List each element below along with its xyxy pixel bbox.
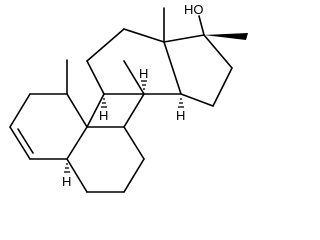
c9-hydrogen: H <box>99 98 108 123</box>
c5-h-label: H <box>62 174 71 189</box>
ring-d <box>163 34 233 107</box>
hydroxyl-group: HO <box>184 2 205 36</box>
methyl-groups <box>66 7 248 95</box>
c8-hydrogen: H <box>139 66 148 90</box>
c9-h-label: H <box>99 108 108 123</box>
ring-a <box>9 93 88 160</box>
hydroxyl-label: HO <box>184 2 204 17</box>
c14-h-label: H <box>176 108 185 123</box>
double-bond-inner-line <box>17 128 34 154</box>
steroid-structure-diagram: HO H H H H <box>9 2 248 193</box>
c8-h-label: H <box>139 66 148 81</box>
stereo-hydrogens: H H H H <box>62 66 185 189</box>
c14-hydrogen: H <box>176 98 185 123</box>
c5-hydrogen: H <box>62 163 71 189</box>
ring-c <box>86 28 182 128</box>
ring-b <box>66 126 145 193</box>
c17-methyl-wedge <box>204 33 248 40</box>
